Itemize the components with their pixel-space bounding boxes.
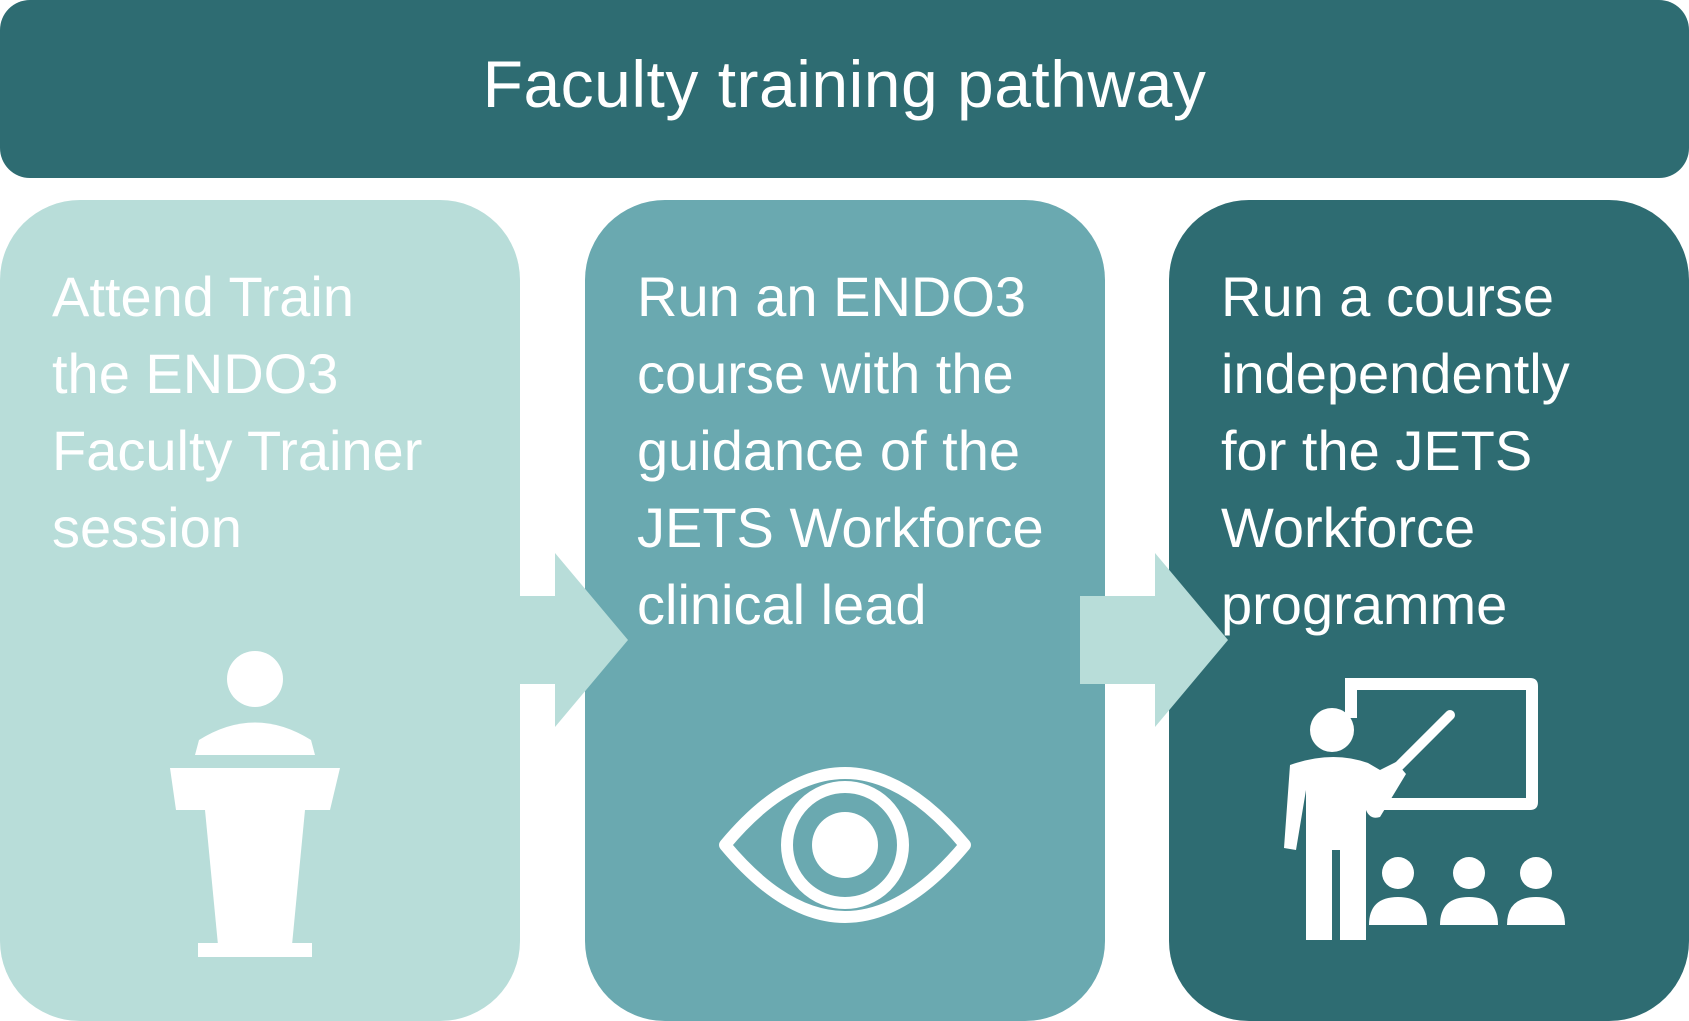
step-2-text: Run an ENDO3 course with the guidance of… xyxy=(637,265,1044,636)
podium-speaker-icon xyxy=(170,651,340,957)
pathway-title: Faculty training pathway xyxy=(482,47,1207,121)
eye-icon xyxy=(719,767,971,923)
step-1-text: Attend Train the ENDO3 Faculty Trainer s… xyxy=(52,265,423,559)
arrow-right-icon xyxy=(1080,553,1228,727)
step-card-2: Run an ENDO3 course with the guidance of… xyxy=(585,200,1105,1021)
pathway-header: Faculty training pathway xyxy=(0,0,1689,178)
arrow-right-icon xyxy=(518,553,628,727)
step-3-text: Run a course independently for the JETS … xyxy=(1221,265,1570,636)
teacher-whiteboard-icon xyxy=(1284,678,1565,940)
step-card-3: Run a course independently for the JETS … xyxy=(1169,200,1689,1021)
